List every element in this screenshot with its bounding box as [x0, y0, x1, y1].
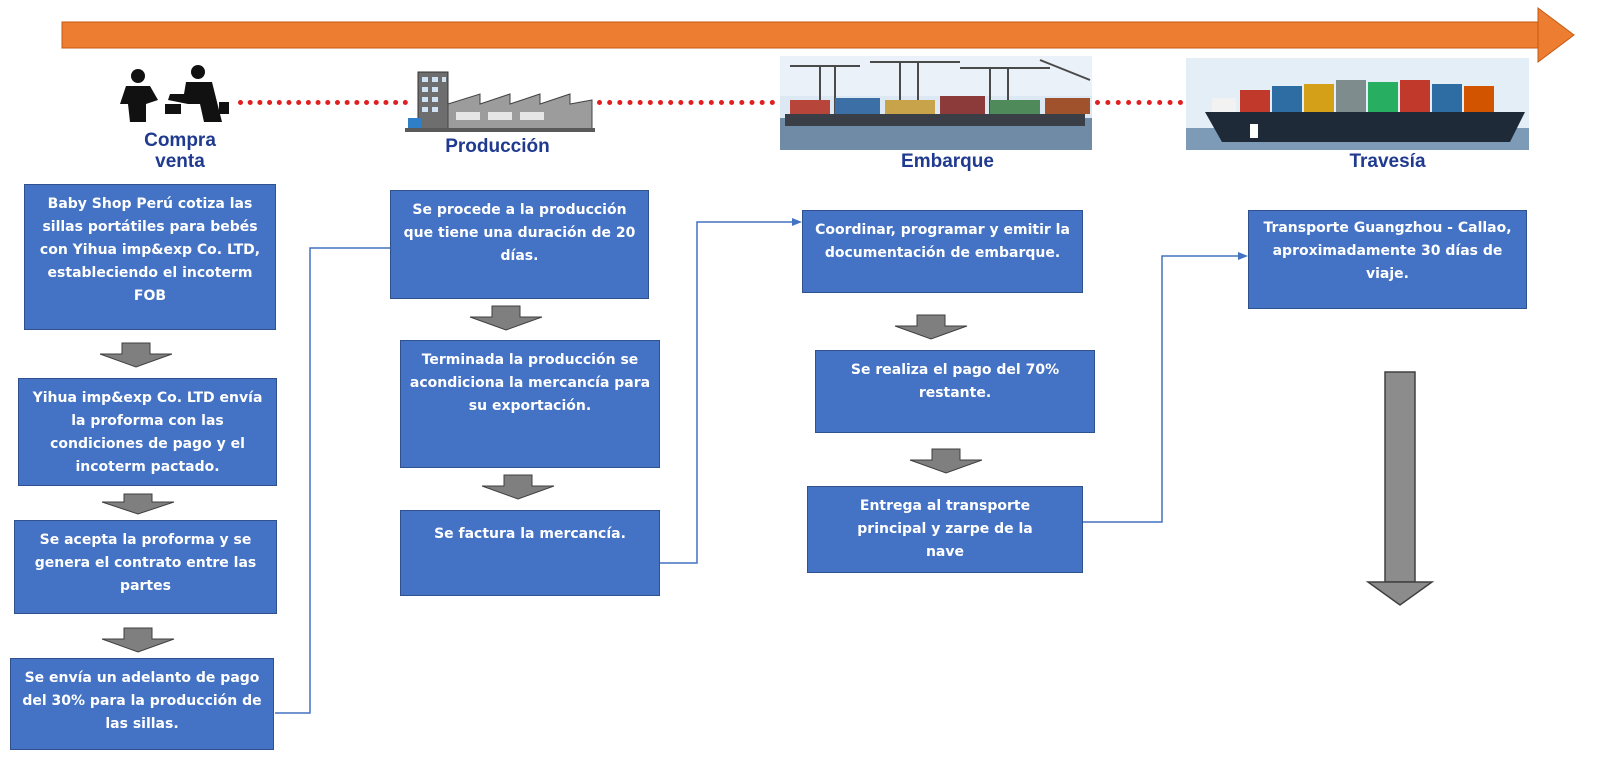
- produccion-step-2: Terminada la producción se acondiciona l…: [400, 340, 660, 468]
- gray-down-arrow: [481, 474, 555, 500]
- travesia-step-1: Transporte Guangzhou - Callao, aproximad…: [1248, 210, 1527, 309]
- gray-down-arrow: [101, 627, 175, 653]
- connector-embarque-travesia: [1083, 255, 1238, 523]
- dotted-link: [1095, 100, 1183, 105]
- connector-arrowhead: [1238, 252, 1248, 260]
- gray-down-arrow: [469, 305, 543, 331]
- timeline-arrow: [61, 7, 1575, 63]
- stage-label-travesia: Travesía: [1349, 151, 1426, 172]
- embarque-step-2: Se realiza el pago del 70% restante.: [815, 350, 1095, 433]
- stage-label-embarque: Embarque: [901, 151, 994, 172]
- long-down-arrow: [1365, 371, 1435, 606]
- connector-produccion-embarque: [660, 221, 792, 564]
- dotted-link: [238, 100, 408, 105]
- produccion-step-1: Se procede a la producción que tiene una…: [390, 190, 649, 299]
- connector-compra-produccion: [275, 247, 390, 714]
- compra-step-4: Se envía un adelanto de pago del 30% par…: [10, 658, 274, 750]
- dotted-link: [597, 100, 775, 105]
- compra-step-2: Yihua imp&exp Co. LTD envía la proforma …: [18, 378, 277, 486]
- container-ship-photo: [1186, 58, 1529, 150]
- gray-down-arrow: [909, 448, 983, 474]
- stage-label-compra-venta: Compra venta: [144, 130, 216, 172]
- connector-arrowhead: [792, 218, 802, 226]
- stage-label-produccion: Producción: [445, 136, 550, 157]
- handshake-icon: [120, 65, 229, 122]
- gray-down-arrow: [99, 342, 173, 368]
- embarque-step-1: Coordinar, programar y emitir la documen…: [802, 210, 1083, 293]
- factory-icon: [405, 71, 595, 132]
- port-cranes-photo: [780, 56, 1092, 150]
- embarque-step-3: Entrega al transporte principal y zarpe …: [807, 486, 1083, 573]
- compra-step-3: Se acepta la proforma y se genera el con…: [14, 520, 277, 614]
- produccion-step-3: Se factura la mercancía.: [400, 510, 660, 596]
- compra-step-1: Baby Shop Perú cotiza las sillas portáti…: [24, 184, 276, 330]
- gray-down-arrow: [894, 314, 968, 340]
- gray-down-arrow: [101, 493, 175, 515]
